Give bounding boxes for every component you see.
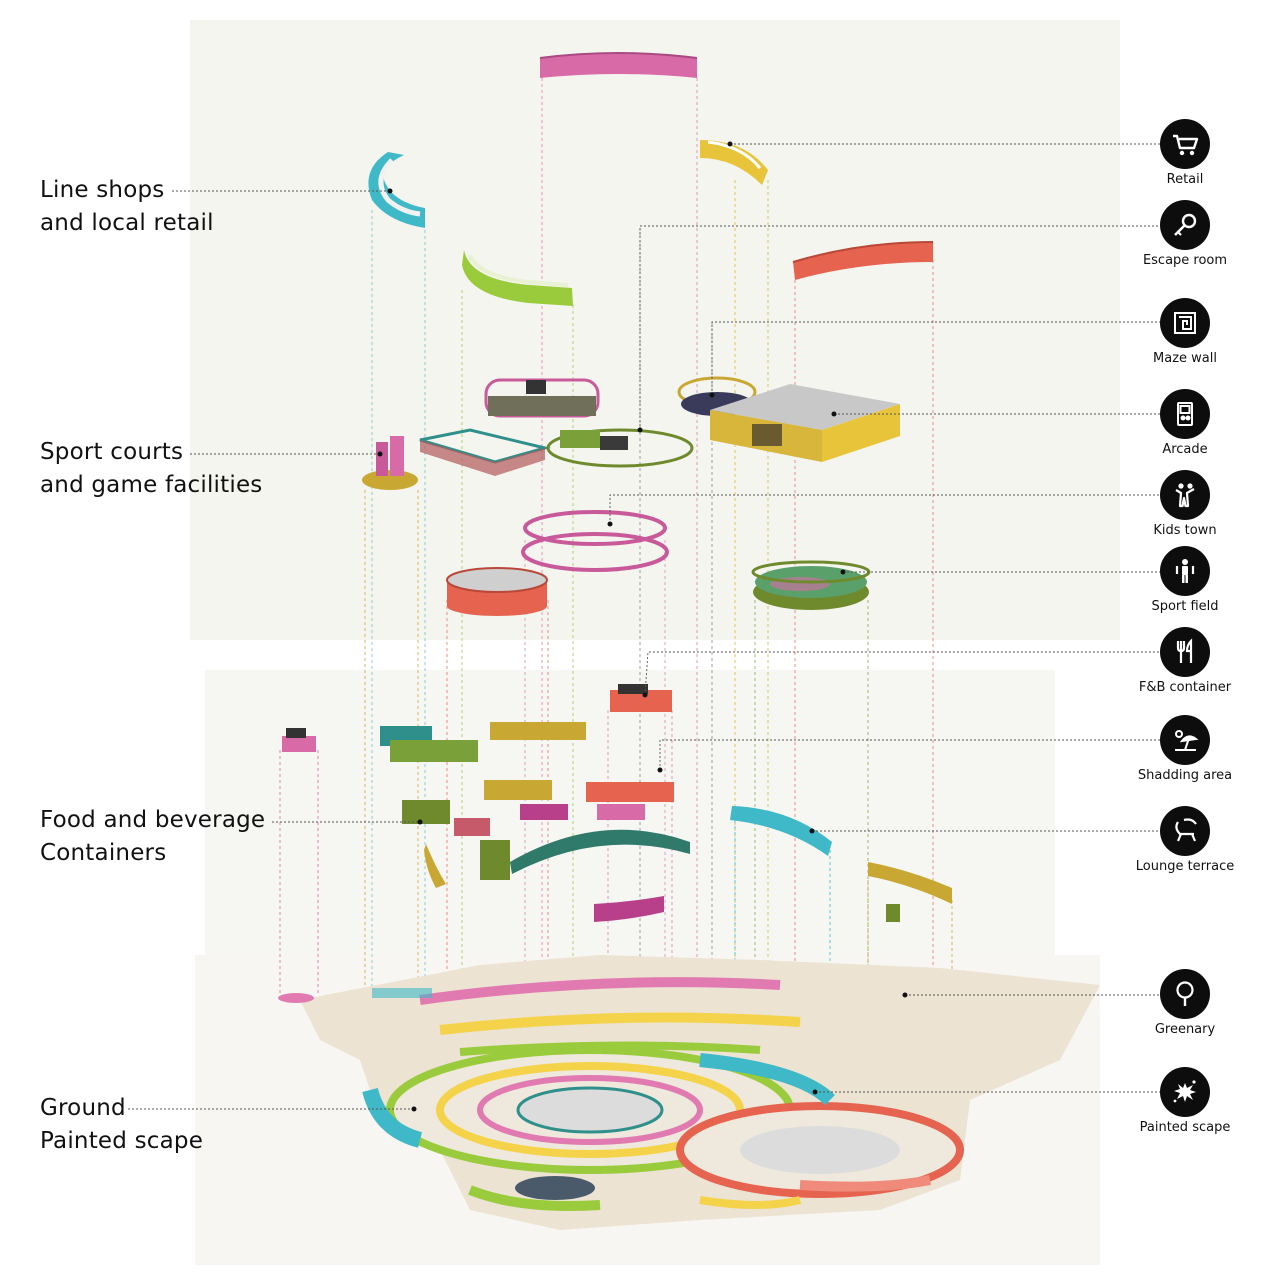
cyan-line-shop bbox=[368, 152, 425, 228]
key-icon bbox=[1160, 200, 1210, 250]
leader-dots bbox=[377, 141, 908, 1112]
legend-item-escape-room: Escape room bbox=[1125, 200, 1245, 268]
zone-label-line: and game facilities bbox=[40, 472, 263, 498]
utensils-icon bbox=[1160, 627, 1210, 677]
upper-background-panel bbox=[190, 20, 1120, 640]
lounge-chair-icon bbox=[1160, 806, 1210, 856]
umbrella-icon bbox=[1160, 715, 1210, 765]
cart-icon bbox=[1160, 119, 1210, 169]
zone-label-line-shops: Line shops and local retail bbox=[40, 174, 214, 240]
arcade-building bbox=[710, 384, 900, 462]
leader-lines bbox=[128, 143, 1160, 1110]
legend-item-painted-scape: Painted scape bbox=[1125, 1067, 1245, 1135]
pink-tower-court bbox=[362, 436, 418, 490]
legend-item-fb-container: F&B container bbox=[1125, 627, 1245, 695]
legend-label: Maze wall bbox=[1153, 351, 1217, 366]
legend-item-greenary: Greenary bbox=[1125, 969, 1245, 1037]
person-icon bbox=[1160, 546, 1210, 596]
legend-label: Sport field bbox=[1151, 599, 1219, 614]
maze-icon bbox=[1160, 298, 1210, 348]
legend-label: Kids town bbox=[1153, 523, 1217, 538]
pink-line-shop bbox=[539, 52, 698, 78]
zone-label-line: Food and beverage bbox=[40, 807, 266, 833]
zone-label-line: Painted scape bbox=[40, 1128, 204, 1154]
legend-label: Escape room bbox=[1142, 253, 1228, 268]
coral-drum-court bbox=[446, 567, 548, 616]
zone-label-line: Line shops bbox=[40, 177, 165, 203]
zone-label-line: Ground bbox=[40, 1095, 126, 1121]
lime-line-shop bbox=[462, 250, 573, 306]
yellow-line-shop bbox=[700, 140, 768, 185]
tree-icon bbox=[1160, 969, 1210, 1019]
legend-item-retail: Retail bbox=[1125, 119, 1245, 187]
zone-label-line: and local retail bbox=[40, 210, 214, 236]
legend-label: Lounge terrace bbox=[1135, 859, 1235, 874]
legend-label: Painted scape bbox=[1139, 1120, 1231, 1135]
legend-item-maze-wall: Maze wall bbox=[1125, 298, 1245, 366]
zone-label-sport-courts: Sport courts and game facilities bbox=[40, 436, 263, 502]
legend-item-lounge-terrace: Lounge terrace bbox=[1125, 806, 1245, 874]
ground-painted-scape bbox=[278, 955, 1100, 1230]
zone-label-line: Containers bbox=[40, 840, 167, 866]
kids-town-rings bbox=[521, 510, 669, 572]
paint-splash-icon bbox=[1160, 1067, 1210, 1117]
legend-item-sport-field: Sport field bbox=[1125, 546, 1245, 614]
legend-item-shadding-area: Shadding area bbox=[1125, 715, 1245, 783]
legend-label: Arcade bbox=[1162, 442, 1208, 457]
zone-label-ground: Ground Painted scape bbox=[40, 1092, 203, 1158]
framed-court-pink bbox=[484, 378, 600, 418]
kids-icon bbox=[1160, 470, 1210, 520]
teal-frame-court bbox=[419, 428, 551, 476]
sport-field-court bbox=[751, 560, 871, 610]
legend-item-kids-town: Kids town bbox=[1125, 470, 1245, 538]
zone-label-line: Sport courts bbox=[40, 439, 184, 465]
legend-label: F&B container bbox=[1138, 680, 1232, 695]
legend-label: Shadding area bbox=[1137, 768, 1233, 783]
zone-label-food-beverage: Food and beverage Containers bbox=[40, 804, 265, 870]
green-ring-court bbox=[546, 428, 694, 468]
fb-containers bbox=[282, 684, 952, 922]
arcade-icon bbox=[1160, 389, 1210, 439]
coral-line-shop bbox=[792, 241, 934, 280]
legend-label: Retail bbox=[1166, 172, 1204, 187]
legend-item-arcade: Arcade bbox=[1125, 389, 1245, 457]
legend-label: Greenary bbox=[1154, 1022, 1216, 1037]
